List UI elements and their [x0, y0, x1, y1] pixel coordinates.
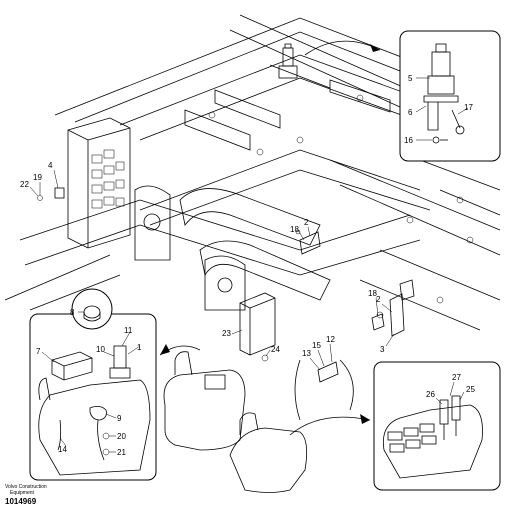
callout-8: 8 — [70, 308, 75, 317]
callout-26: 26 — [426, 390, 435, 399]
main-leader-lines — [29, 169, 395, 371]
relay-box — [37, 117, 131, 249]
callout-18: 18 — [290, 225, 299, 234]
callout-2: 2 — [304, 218, 309, 227]
callout-22: 22 — [20, 180, 29, 189]
callout-13: 13 — [302, 349, 311, 358]
brand-line-1: Volvo Construction — [5, 484, 47, 490]
callout-12: 12 — [326, 335, 335, 344]
callout-17: 17 — [464, 103, 473, 112]
arrow-head-top — [370, 44, 380, 52]
callout-16: 16 — [404, 136, 413, 145]
brand-line-2: Equipment — [10, 490, 34, 496]
arrow-head-right — [360, 414, 370, 424]
callout-11: 11 — [124, 326, 133, 335]
arrow-to-top-inset — [304, 40, 381, 56]
callout-10: 10 — [96, 345, 105, 354]
inset-bottom-left — [29, 288, 157, 481]
callout-3: 3 — [380, 345, 385, 354]
figure-code: 1014969 — [5, 497, 37, 506]
callout-27: 27 — [452, 373, 461, 382]
callout-23: 23 — [222, 329, 231, 338]
callout-24: 24 — [271, 345, 280, 354]
middle-components — [239, 229, 415, 421]
callout-7: 7 — [36, 347, 41, 356]
callout-labels: 1 2 2 3 4 5 6 7 8 9 10 11 12 13 14 15 16… — [20, 74, 475, 457]
callout-9: 9 — [117, 414, 122, 423]
callout-21: 21 — [117, 448, 126, 457]
arrow-head-left — [160, 344, 170, 355]
callout-18b: 18 — [368, 289, 377, 298]
callout-14: 14 — [58, 445, 67, 454]
top-pressure-switch — [278, 43, 298, 79]
callout-19: 19 — [33, 173, 42, 182]
callout-5: 5 — [408, 74, 413, 83]
callout-4: 4 — [48, 161, 53, 170]
arrow-to-right-inset — [289, 416, 371, 436]
inset-top-right — [399, 30, 501, 162]
callout-2b: 2 — [376, 295, 381, 304]
callout-1: 1 — [137, 343, 142, 352]
callout-15: 15 — [312, 341, 321, 350]
inset-bottom-right — [373, 361, 501, 491]
callout-6: 6 — [408, 108, 413, 117]
callout-20: 20 — [117, 432, 126, 441]
cab-console-center — [163, 351, 308, 493]
callout-25: 25 — [466, 385, 475, 394]
